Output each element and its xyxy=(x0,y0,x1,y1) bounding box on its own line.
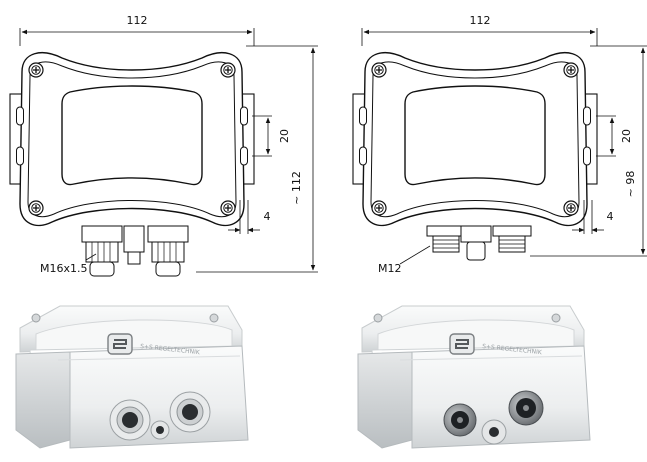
m12-socket-photo-left xyxy=(443,403,477,437)
photo-m12: S+S REGELTECHNIK xyxy=(357,305,591,449)
cable-gland-left xyxy=(81,225,123,277)
m12-socket-photo-right xyxy=(508,390,544,426)
photo-cable-gland: S+S REGELTECHNIK xyxy=(15,305,249,449)
height-dim-right: ~ 98 xyxy=(624,171,637,198)
gland-photo-center xyxy=(150,420,170,440)
hole-spacing-dim-left: 20 xyxy=(278,129,291,143)
dimensions-right: 112 20 4 ~ 98 M12 xyxy=(361,14,647,275)
m12-center-photo xyxy=(481,419,507,445)
height-dim-left: ~ 112 xyxy=(290,171,303,205)
drawing-cable-gland xyxy=(10,53,254,277)
hole-width-dim-right: 4 xyxy=(607,210,614,223)
gland-photo-left xyxy=(109,399,151,441)
width-dim-right: 112 xyxy=(470,14,491,27)
m12-connector-left xyxy=(426,225,466,253)
m12-connector-right xyxy=(492,225,532,253)
cable-gland-right xyxy=(147,225,189,277)
brand-logo-left xyxy=(107,333,133,355)
hole-width-dim-left: 4 xyxy=(264,210,271,223)
connector-label-right: M12 xyxy=(378,262,402,275)
brand-logo-right xyxy=(449,333,475,355)
center-fitting xyxy=(123,225,145,265)
center-fitting-m12 xyxy=(460,225,492,261)
connector-label-left: M16x1.5 xyxy=(40,262,88,275)
hole-spacing-dim-right: 20 xyxy=(620,129,633,143)
dimensions-left: 112 20 4 ~ 112 M16x1.5 xyxy=(19,14,318,275)
width-dim-left: 112 xyxy=(127,14,148,27)
gland-photo-right xyxy=(169,391,211,433)
drawing-m12 xyxy=(353,53,597,261)
